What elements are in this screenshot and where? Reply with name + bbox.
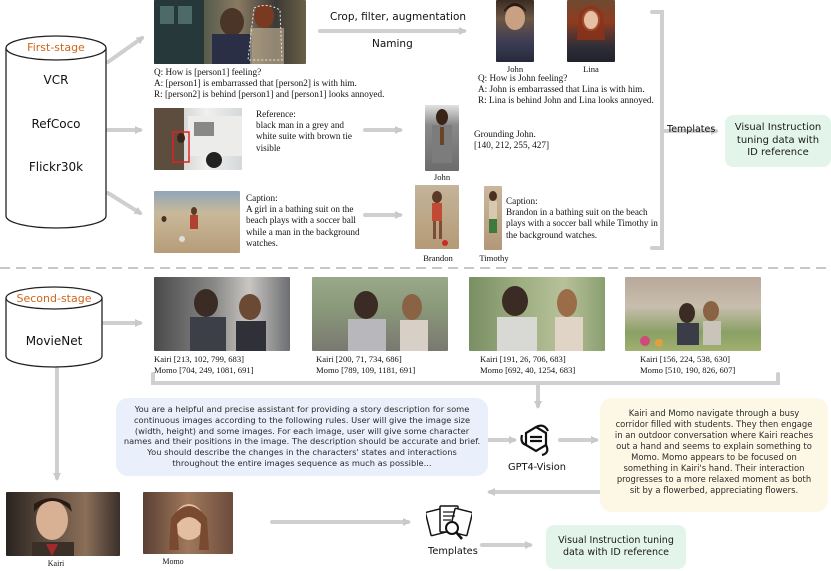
second-stage-cylinder bbox=[5, 286, 103, 368]
templates-label-second: Templates bbox=[428, 546, 478, 557]
movie-frame-4 bbox=[625, 277, 761, 351]
frame-4-momo-box: Momo [510, 190, 826, 607] bbox=[640, 365, 736, 375]
name-timothy: Timothy bbox=[479, 253, 509, 263]
naming-label: Naming bbox=[372, 38, 413, 50]
frame-2-kairi-box: Kairi [200, 71, 734, 686] bbox=[316, 354, 402, 364]
refcoco-scene-image bbox=[154, 108, 242, 170]
first-stage-label: First-stage bbox=[27, 41, 85, 54]
lina-crop-image bbox=[567, 0, 615, 62]
momo-portrait-name: Momo bbox=[162, 557, 184, 566]
flickr-scene-image bbox=[154, 191, 240, 253]
name-john: John bbox=[506, 64, 524, 74]
frame-3-kairi-box: Kairi [191, 26, 706, 683] bbox=[480, 354, 566, 364]
templates-document-icon bbox=[426, 505, 472, 540]
vcr-named-qa: Q: How is John feeling? A: John is embar… bbox=[478, 73, 654, 106]
output-box-second-stage: Visual Instruction tuning data with ID r… bbox=[546, 525, 686, 569]
brandon-crop-image bbox=[415, 185, 459, 249]
momo-portrait-image bbox=[143, 492, 233, 554]
flickr-caption-original: Caption: A girl in a bathing suit on the… bbox=[246, 193, 360, 248]
john-refcoco-image bbox=[425, 105, 459, 171]
arrow-to-vcr bbox=[106, 36, 145, 64]
frame-2-momo-box: Momo [789, 109, 1181, 691] bbox=[316, 365, 416, 375]
dataset-vcr: VCR bbox=[43, 73, 69, 87]
gpt4-vision-label: GPT4-Vision bbox=[508, 462, 566, 473]
kairi-portrait-name: Kairi bbox=[47, 559, 65, 568]
frame-1-kairi-box: Kairi [213, 102, 799, 683] bbox=[154, 354, 244, 364]
transform-label: Crop, filter, augmentation bbox=[330, 11, 467, 23]
refcoco-reference: Reference: black man in a grey and white… bbox=[256, 109, 352, 153]
flickr-caption-named: Caption: Brandon in a bathing suit on th… bbox=[506, 196, 658, 240]
dataset-refcoco: RefCoco bbox=[31, 117, 81, 131]
name-brandon: Brandon bbox=[423, 253, 453, 263]
vcr-original-qa: Q: How is [person1] feeling? A: [person1… bbox=[154, 67, 385, 100]
arrow-to-flickr bbox=[106, 191, 143, 215]
second-stage-label: Second-stage bbox=[16, 292, 92, 305]
templates-label: Templates bbox=[667, 124, 716, 135]
timothy-crop-image bbox=[484, 186, 502, 250]
bracket-frames bbox=[151, 372, 780, 385]
movie-frame-1 bbox=[154, 277, 290, 351]
gpt-prompt-bubble: You are a helpful and precise assistant … bbox=[116, 398, 488, 476]
story-description-bubble: Kairi and Momo navigate through a busy c… bbox=[600, 398, 828, 512]
output-box-first-stage: Visual Instruction tuning data with ID r… bbox=[725, 115, 831, 167]
frame-3-momo-box: Momo [692, 40, 1254, 683] bbox=[480, 365, 576, 375]
john-crop-image bbox=[496, 0, 534, 62]
name-john-refcoco: John bbox=[433, 172, 451, 182]
frame-4-kairi-box: Kairi [156, 224, 538, 630] bbox=[640, 354, 730, 364]
name-lina: Lina bbox=[583, 64, 599, 74]
frame-1-momo-box: Momo [704, 249, 1081, 691] bbox=[154, 365, 254, 375]
vcr-scene-image bbox=[154, 0, 306, 64]
grounding-text: Grounding John. [140, 212, 255, 427] bbox=[474, 129, 550, 151]
movie-frame-3 bbox=[469, 277, 605, 351]
openai-logo-icon bbox=[520, 424, 549, 457]
movie-frame-2 bbox=[312, 277, 448, 351]
dataset-flickr30k: Flickr30k bbox=[28, 160, 84, 174]
first-stage-cylinder bbox=[5, 35, 107, 229]
kairi-portrait-image bbox=[6, 492, 120, 556]
dataset-movienet: MovieNet bbox=[25, 334, 83, 348]
